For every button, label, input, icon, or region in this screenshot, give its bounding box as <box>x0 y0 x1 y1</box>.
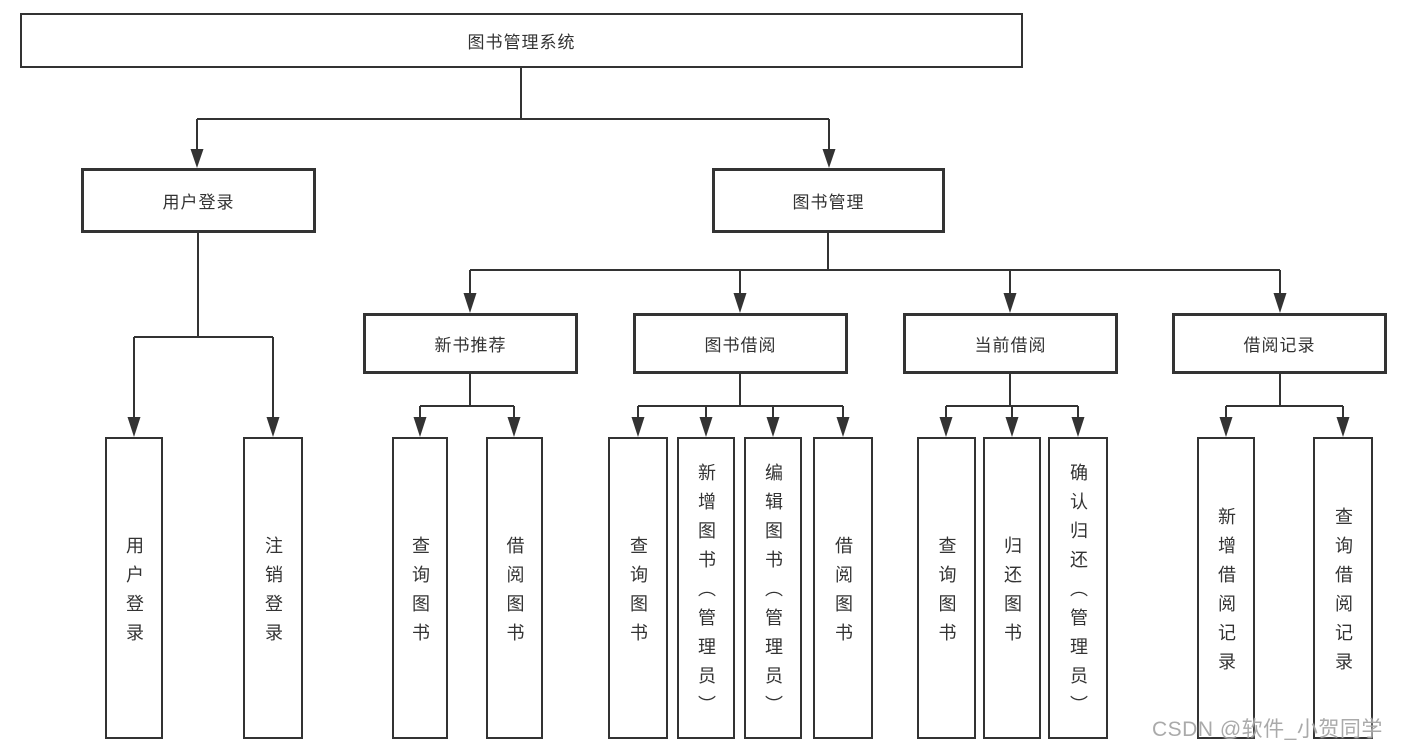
leaf-return-book: 归还图书 <box>983 437 1041 739</box>
node-book-borrowing: 图书借阅 <box>633 313 848 374</box>
node-label: 图书管理 <box>792 193 865 212</box>
leaf-user-login: 用户登录 <box>105 437 163 739</box>
leaf-query-borrow-record: 查询借阅记录 <box>1313 437 1373 739</box>
node-label: 借阅记录 <box>1243 336 1316 355</box>
leaf-add-borrow-record: 新增借阅记录 <box>1197 437 1255 739</box>
node-borrowing-records: 借阅记录 <box>1172 313 1387 374</box>
leaf-label: 查询图书 <box>628 535 648 652</box>
node-library-management-system: 图书管理系统 <box>20 13 1023 68</box>
leaf-label: 新增借阅记录 <box>1216 506 1236 681</box>
leaf-label: 查询图书 <box>936 535 957 652</box>
node-book-management: 图书管理 <box>712 168 945 233</box>
arrowheads <box>127 149 1350 437</box>
leaf-label: 编辑图书（管理员） <box>763 463 783 724</box>
node-user-login: 用户登录 <box>81 168 316 233</box>
leaf-label: 借阅图书 <box>833 535 853 652</box>
leaf-label: 归还图书 <box>1002 535 1022 652</box>
leaf-label: 新增图书（管理员） <box>696 463 716 724</box>
leaf-edit-book-admin: 编辑图书（管理员） <box>744 437 802 739</box>
leaf-query-books-current: 查询图书 <box>917 437 976 739</box>
leaf-logout: 注销登录 <box>243 437 303 739</box>
leaf-label: 查询图书 <box>410 535 430 652</box>
node-current-borrowing: 当前借阅 <box>903 313 1118 374</box>
leaf-label: 注销登录 <box>263 535 283 652</box>
node-label: 用户登录 <box>162 193 235 212</box>
leaf-label: 确认归还（管理员） <box>1068 463 1088 724</box>
node-new-book-recommend: 新书推荐 <box>363 313 578 374</box>
node-label: 当前借阅 <box>974 336 1047 355</box>
leaf-query-books-borrowing: 查询图书 <box>608 437 668 739</box>
leaf-confirm-return-admin: 确认归还（管理员） <box>1048 437 1108 739</box>
csdn-watermark: CSDN @软件_小贺同学 <box>1152 718 1383 741</box>
node-label: 图书借阅 <box>704 336 777 355</box>
leaf-label: 查询借阅记录 <box>1333 506 1353 681</box>
node-label: 新书推荐 <box>434 336 507 355</box>
leaf-label: 借阅图书 <box>504 535 525 652</box>
leaf-add-book-admin: 新增图书（管理员） <box>677 437 735 739</box>
leaf-label: 用户登录 <box>124 535 144 652</box>
leaf-borrow-books-recommend: 借阅图书 <box>486 437 543 739</box>
leaf-query-books-recommend: 查询图书 <box>392 437 448 739</box>
leaf-borrow-books-borrowing: 借阅图书 <box>813 437 873 739</box>
node-label: 图书管理系统 <box>467 33 576 52</box>
